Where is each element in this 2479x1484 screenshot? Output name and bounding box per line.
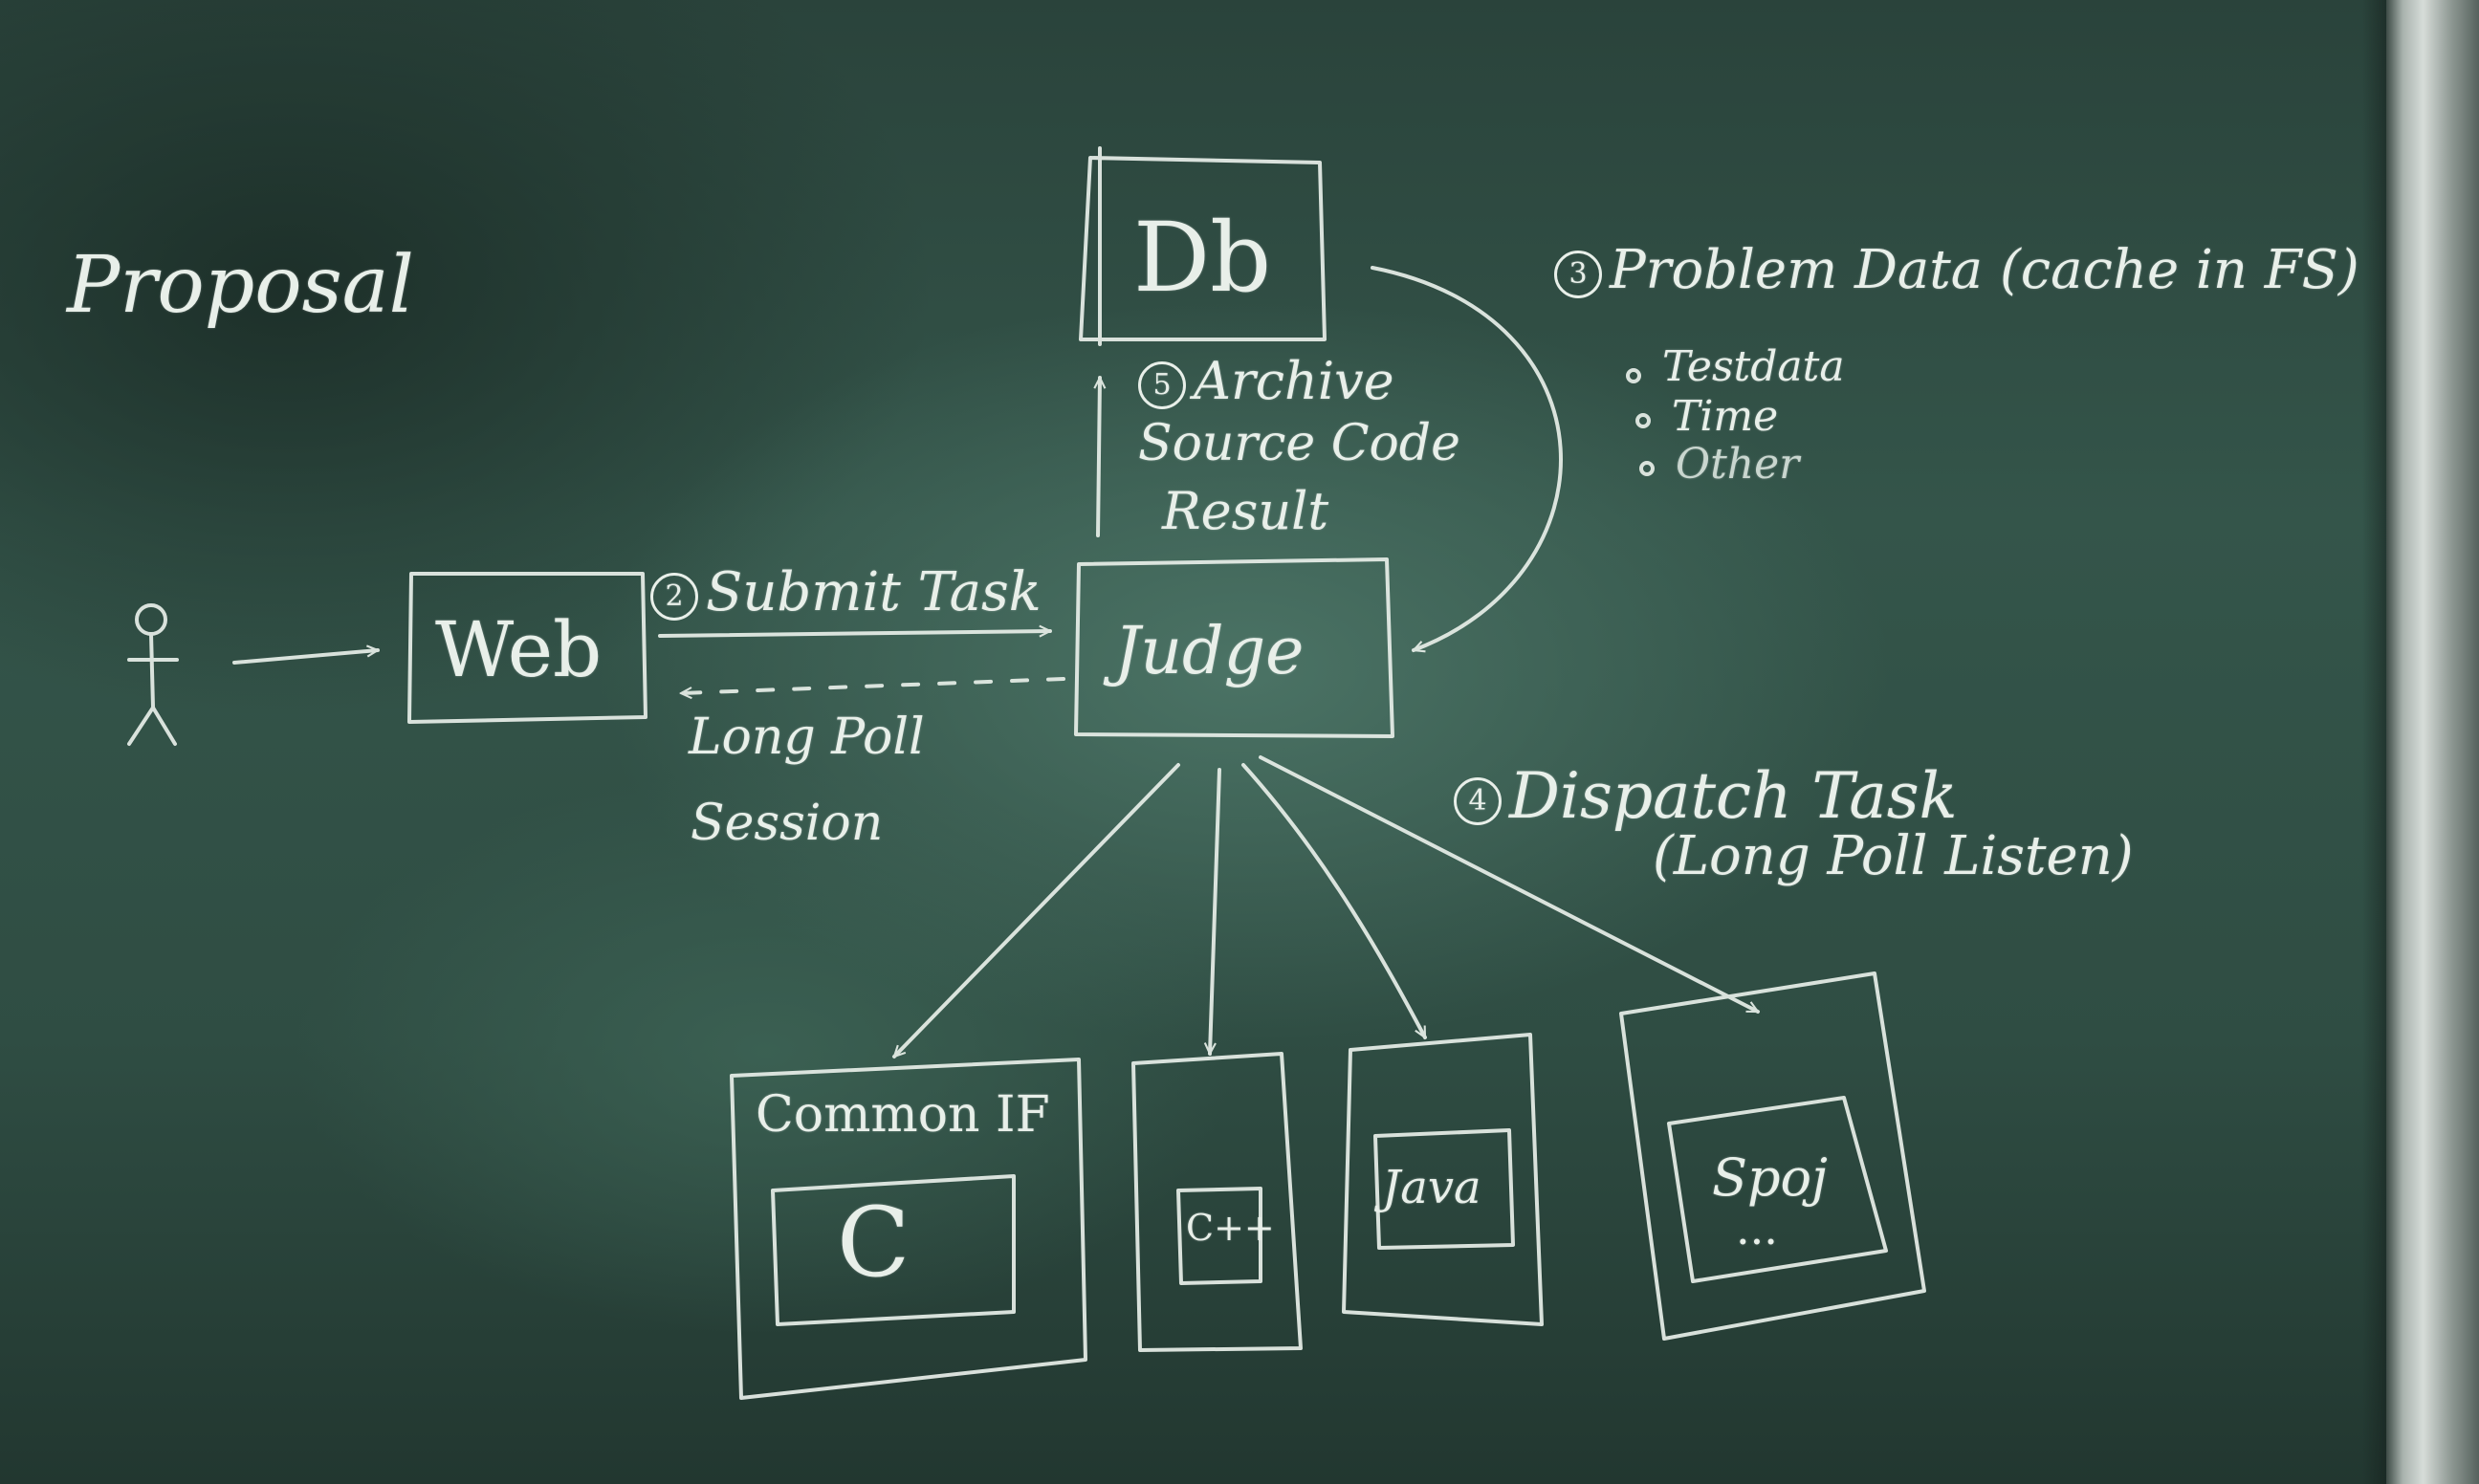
- step-number-badge: 5: [1138, 361, 1186, 409]
- dispatch-arrow-spoj: [1259, 755, 1758, 1014]
- web-label: Web: [435, 605, 603, 694]
- dispatch-subtitle: (Long Poll Listen): [1653, 825, 2134, 887]
- archive-arrow: [1098, 376, 1100, 537]
- bullet-icon: [1639, 461, 1655, 476]
- db-label: Db: [1133, 202, 1272, 314]
- dispatch-arrow-java: [1241, 763, 1427, 1037]
- problem-data-item: Testdata: [1662, 342, 1845, 391]
- archive-result: Result: [1162, 481, 1329, 541]
- board-frame-shadow: [2362, 0, 2389, 1484]
- archive-source-code: Source Code: [1138, 415, 1460, 472]
- board-frame: [2386, 0, 2479, 1484]
- judge-label: Judge: [1114, 614, 1305, 689]
- db-box: [1079, 146, 1327, 346]
- step-number-badge: 4: [1454, 777, 1502, 825]
- page-title: Proposal: [67, 240, 414, 331]
- judge-box: [1074, 557, 1394, 738]
- c-box: [771, 1174, 1016, 1326]
- cpp-label: C++: [1186, 1207, 1275, 1249]
- problem-data-item: Other: [1676, 440, 1800, 489]
- spoj-inner-box: [1667, 1096, 1888, 1283]
- c-label: C: [837, 1187, 910, 1298]
- dispatch-arrow-c: [892, 763, 1180, 1058]
- java-inner-box: [1373, 1128, 1515, 1250]
- user-stick-figure: [127, 603, 179, 746]
- common-if-label: Common IF: [756, 1086, 1050, 1144]
- spoj-label: Spoj: [1712, 1147, 1828, 1208]
- java-outer-box: [1342, 1033, 1544, 1326]
- bullet-icon: [1626, 368, 1641, 383]
- step-number-badge: 2: [650, 572, 698, 621]
- user-to-web-arrow: [232, 650, 380, 665]
- bullet-icon: [1635, 413, 1651, 428]
- spoj-more-label: ...: [1736, 1203, 1778, 1255]
- submit-task-arrow: [658, 631, 1052, 638]
- session-label: Session: [691, 795, 884, 852]
- cpp-inner-box: [1176, 1187, 1262, 1285]
- problem-data-arrow: [1371, 266, 1563, 650]
- problem-data-item: Time: [1672, 392, 1779, 441]
- dispatch-arrow-cpp: [1210, 768, 1221, 1056]
- spoj-outer-box: [1619, 971, 1926, 1341]
- long-poll-dashed-arrow: [679, 677, 1065, 693]
- long-poll-label: Long Poll: [689, 709, 925, 766]
- common-if-box: [730, 1058, 1087, 1400]
- web-box: [407, 572, 647, 724]
- java-label: Java: [1382, 1161, 1481, 1214]
- step-number-badge: 3: [1554, 250, 1602, 298]
- cpp-outer-box: [1131, 1052, 1303, 1352]
